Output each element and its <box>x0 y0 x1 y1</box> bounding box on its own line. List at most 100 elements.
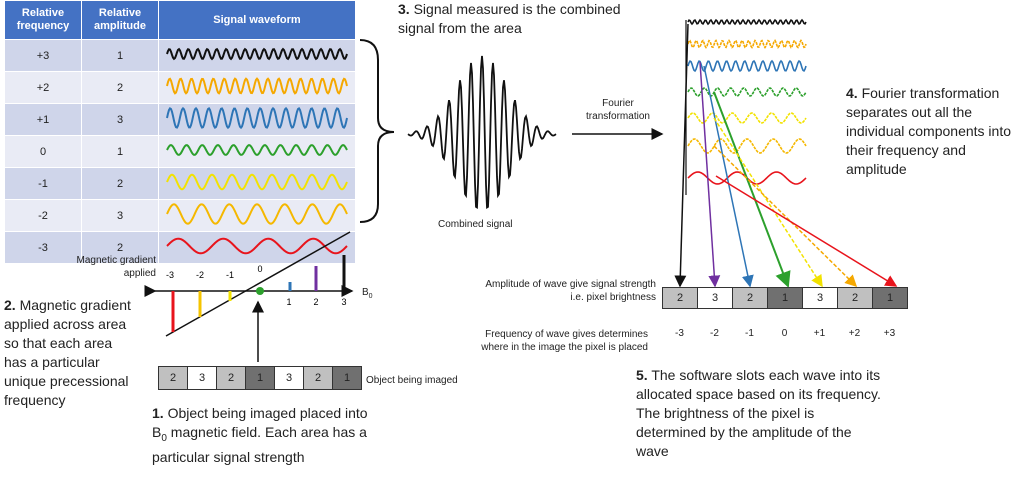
frequency-tick-label: 0 <box>781 328 788 339</box>
frequency-tick-label: +3 <box>883 328 896 339</box>
table-row: -3 2 <box>3 231 357 264</box>
table-row: -1 2 <box>3 167 357 200</box>
row-amplitude: 1 <box>81 39 159 72</box>
gradient-tick-label: 3 <box>341 297 346 307</box>
component-wave <box>687 59 807 73</box>
step-1-text-a: Object being imaged placed into B <box>152 405 368 440</box>
arrow-component-purple <box>699 61 721 288</box>
pixel-box: 2 <box>837 287 873 309</box>
header-signal-waveform: Signal waveform <box>157 0 357 40</box>
gradient-tick-label: 0 <box>257 264 262 274</box>
row-amplitude: 3 <box>81 103 159 136</box>
frequency-tick-label: -2 <box>710 328 719 339</box>
component-wave <box>687 39 807 49</box>
frequency-tick-label: -1 <box>745 328 754 339</box>
pixel-box: 1 <box>245 366 275 390</box>
waveform-line <box>166 203 348 225</box>
step-1-text-b: magnetic field. Each area has a particul… <box>152 424 367 465</box>
gradient-tick-label: 1 <box>286 297 291 307</box>
row-frequency: +3 <box>3 39 83 72</box>
gradient-zero-point <box>256 287 264 295</box>
frequency-ticks: -3 -2 -1 0 +1 +2 +3 <box>662 328 907 339</box>
arrow-component-orange <box>713 145 858 288</box>
pixel-box: 3 <box>274 366 304 390</box>
arrow-component-black <box>674 23 689 288</box>
row-waveform <box>157 199 357 232</box>
row-frequency: +2 <box>3 71 83 104</box>
gradient-tick-label: 2 <box>313 297 318 307</box>
waveform-plot <box>166 173 348 191</box>
component-wave <box>687 87 807 97</box>
table-row: +1 3 <box>3 103 357 136</box>
waveform-line <box>166 77 348 95</box>
step-3-caption: 3. Signal measured is the combined signa… <box>398 0 628 38</box>
step-4-number: 4. <box>846 85 858 101</box>
step-5-caption: 5. The software slots each wave into its… <box>636 366 886 461</box>
waveform-plot <box>166 106 348 130</box>
combined-signal-label: Combined signal <box>438 219 513 230</box>
step-5-number: 5. <box>636 367 648 383</box>
pixel-box: 1 <box>767 287 803 309</box>
bracket-shape <box>359 39 395 223</box>
row-waveform <box>157 39 357 72</box>
table-row: 0 1 <box>3 135 357 168</box>
table-row: -2 3 <box>3 199 357 232</box>
component-wave <box>687 112 807 124</box>
arrow-component-green <box>713 91 791 288</box>
row-amplitude: 2 <box>81 231 159 264</box>
waveform-line <box>166 173 348 191</box>
step-1-caption: 1. Object being imaged placed into B0 ma… <box>152 404 382 467</box>
arrow-component-yellow <box>713 117 823 288</box>
step-3-text: Signal measured is the combined signal f… <box>398 1 621 36</box>
component-wave <box>687 18 807 26</box>
gradient-slope-line <box>165 231 351 337</box>
row-waveform <box>157 103 357 136</box>
amplitude-label: Amplitude of wave give signal strength i… <box>485 279 656 303</box>
signal-table: Relative frequency Relative amplitude Si… <box>3 0 357 264</box>
header-relative-amplitude: Relative amplitude <box>81 0 159 40</box>
step-1-number: 1. <box>152 405 164 421</box>
arrow-component-red <box>715 175 898 287</box>
combined-signal-wave <box>407 55 557 209</box>
step-2-text: Magnetic gradient applied across area so… <box>4 297 131 408</box>
pixel-box: 2 <box>216 366 246 390</box>
row-waveform <box>157 167 357 200</box>
row-frequency: 0 <box>3 135 83 168</box>
gradient-tick-label: -2 <box>196 270 204 280</box>
pixel-box: 3 <box>802 287 838 309</box>
step-1-subscript: 0 <box>161 432 167 444</box>
waveform-plot <box>166 144 348 156</box>
table-row: +2 2 <box>3 71 357 104</box>
component-wave <box>687 138 807 154</box>
row-frequency: -3 <box>3 231 83 264</box>
step-4-caption: 4. Fourier transformation separates out … <box>846 84 1024 179</box>
object-label: Object being imaged <box>366 375 458 386</box>
pixel-box: 3 <box>187 366 217 390</box>
pixel-box: 1 <box>332 366 362 390</box>
frequency-tick-label: +2 <box>848 328 861 339</box>
waveform-plot <box>166 237 348 255</box>
waveform-line <box>166 106 348 130</box>
pixel-box: 2 <box>732 287 768 309</box>
step-2-number: 2. <box>4 297 16 313</box>
frequency-label: Frequency of wave gives determines where… <box>481 329 648 353</box>
step-3-number: 3. <box>398 1 410 17</box>
waveform-plot <box>166 77 348 95</box>
step-2-caption: 2. Magnetic gradient applied across area… <box>4 296 138 410</box>
row-amplitude: 1 <box>81 135 159 168</box>
row-amplitude: 3 <box>81 199 159 232</box>
pixel-box: 1 <box>872 287 908 309</box>
arrow-component-blue <box>703 65 754 288</box>
gradient-tick-label: -3 <box>166 270 174 280</box>
frequency-tick-label: -3 <box>675 328 684 339</box>
row-frequency: -2 <box>3 199 83 232</box>
b0-axis-label: B0 <box>362 287 373 300</box>
pixel-box: 3 <box>697 287 733 309</box>
separated-components <box>687 18 807 185</box>
waveform-line <box>166 144 348 156</box>
frequency-tick-label: +1 <box>813 328 826 339</box>
row-waveform <box>157 71 357 104</box>
